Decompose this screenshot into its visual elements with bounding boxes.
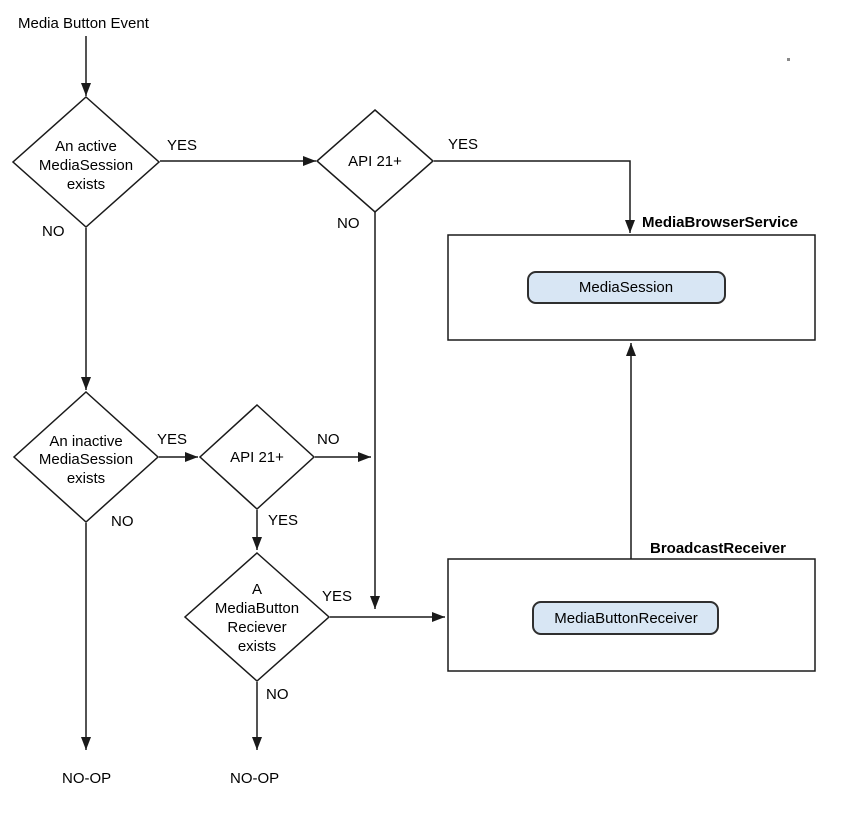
mediabrowserservice-title: MediaBrowserService <box>642 214 798 231</box>
decision-mbr-exists-line2: MediaButton <box>215 600 299 617</box>
edge-label-active-no: NO <box>42 223 65 240</box>
decision-active-session-shape <box>11 95 161 229</box>
decision-mbr-exists-line1: A <box>252 581 262 598</box>
edge-label-api21-top-yes: YES <box>448 136 478 153</box>
mediabuttonreceiver-module-label: MediaButtonReceiver <box>554 610 697 627</box>
mediabuttonreceiver-module <box>532 601 719 635</box>
decision-api21-top-label: API 21+ <box>348 153 402 170</box>
edge-label-active-yes: YES <box>167 137 197 154</box>
edge-label-mbr-no: NO <box>266 686 289 703</box>
edge-api21-yes-to-mediabrowserservice <box>434 160 635 233</box>
decision-inactive-session-shape <box>12 390 160 524</box>
terminal-noop-left: NO-OP <box>62 770 111 787</box>
decision-mbr-exists-line4: exists <box>238 638 276 655</box>
decision-active-session-line2: MediaSession <box>39 157 133 174</box>
edge-label-api21-top-no: NO <box>337 215 360 232</box>
decision-inactive-session-line3: exists <box>67 470 105 487</box>
decision-mbr-exists-line3: Reciever <box>227 619 286 636</box>
broadcastreceiver-title: BroadcastReceiver <box>650 540 786 557</box>
terminal-noop-right: NO-OP <box>230 770 279 787</box>
artifact-dot <box>787 58 790 61</box>
decision-active-session-line1: An active <box>55 138 117 155</box>
decision-api21-mid-shape <box>198 403 316 511</box>
edge-label-api21-mid-no: NO <box>317 431 340 448</box>
mediasession-module <box>527 271 726 304</box>
decision-inactive-session-line2: MediaSession <box>39 451 133 468</box>
edge-label-api21-mid-yes: YES <box>268 512 298 529</box>
decision-mbr-exists-shape <box>183 551 331 683</box>
decision-inactive-session-line1: An inactive <box>49 433 122 450</box>
edge-label-mbr-yes: YES <box>322 588 352 605</box>
mediasession-module-label: MediaSession <box>579 279 673 296</box>
edge-label-inactive-no: NO <box>111 513 134 530</box>
edge-label-inactive-yes: YES <box>157 431 187 448</box>
start-label: Media Button Event <box>18 15 150 32</box>
decision-api21-top-shape <box>315 109 435 213</box>
decision-active-session-line3: exists <box>67 176 105 193</box>
decision-api21-mid-label: API 21+ <box>230 449 284 466</box>
